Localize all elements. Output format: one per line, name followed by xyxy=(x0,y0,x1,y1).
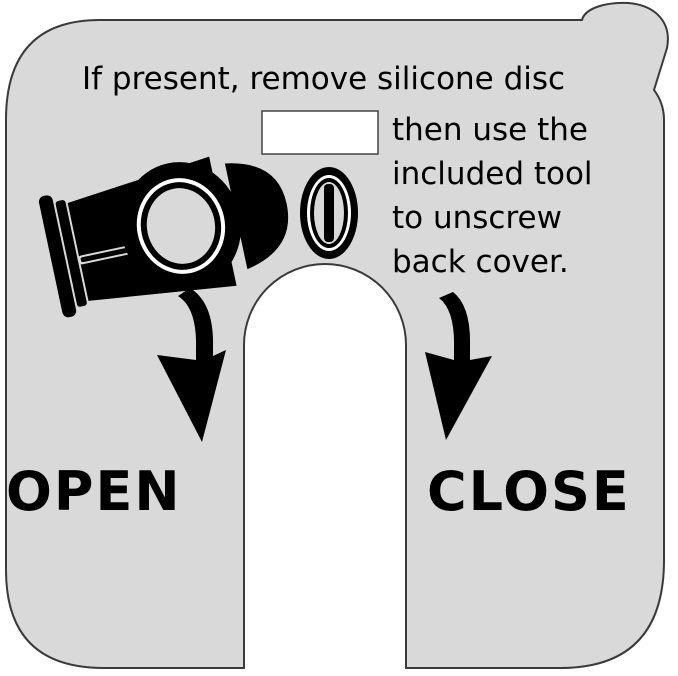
open-label: OPEN xyxy=(6,460,182,523)
device-side-view-icon xyxy=(38,156,289,318)
close-arrow-icon xyxy=(425,292,492,440)
instruction-line-4: to unscrew xyxy=(392,200,562,236)
close-label: CLOSE xyxy=(427,460,631,523)
instruction-line-5: back cover. xyxy=(392,244,569,280)
instruction-panel xyxy=(5,1,669,669)
instruction-line-3: included tool xyxy=(392,156,593,192)
silicone-disc-slot xyxy=(261,110,379,155)
instruction-line-2: then use the xyxy=(392,112,588,148)
open-arrow-icon xyxy=(157,288,226,442)
slotted-screw-cover-icon xyxy=(300,167,358,259)
instruction-line-1: If present, remove silicone disc xyxy=(82,61,565,97)
